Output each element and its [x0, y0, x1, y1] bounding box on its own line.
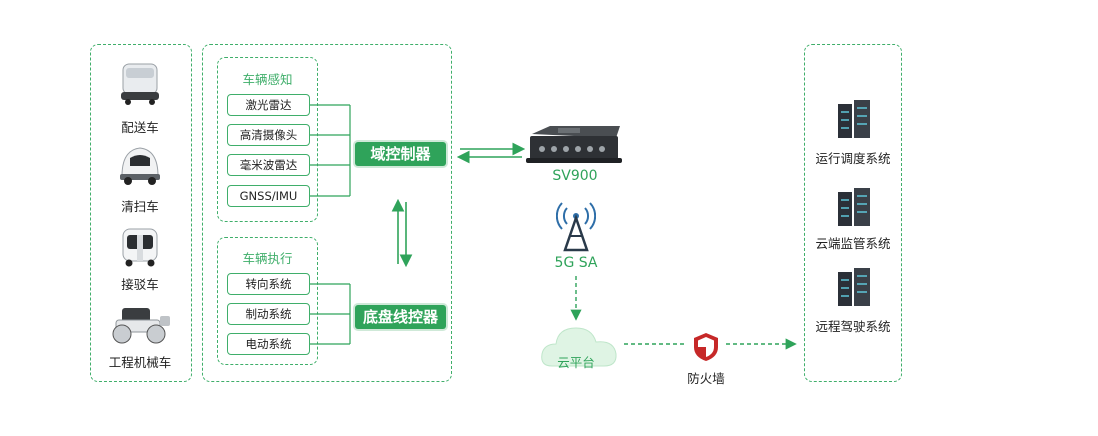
sv900-gateway-image [524, 124, 624, 168]
monitoring-system-label: 云端监管系统 [815, 236, 891, 251]
sensor-mmwave-radar: 毫米波雷达 [227, 154, 310, 176]
remote-driving-system-label: 远程驾驶系统 [815, 319, 891, 334]
dispatch-system-label: 运行调度系统 [815, 151, 891, 166]
systems-panel [804, 44, 902, 382]
execution-group [217, 237, 318, 365]
machinery-vehicle-label: 工程机械车 [108, 355, 172, 370]
machinery-vehicle-image [106, 302, 174, 344]
shuttle-vehicle-label: 接驳车 [121, 277, 159, 292]
actuator-braking: 制动系统 [227, 303, 310, 325]
sensor-lidar: 激光雷达 [227, 94, 310, 116]
shuttle-vehicle-image [115, 225, 165, 267]
actuator-steering: 转向系统 [227, 273, 310, 295]
perception-group [217, 57, 318, 222]
remote-driving-server-icon [834, 266, 874, 308]
sweeper-vehicle-image [114, 142, 166, 186]
domain-controller-box: 域控制器 [355, 142, 446, 166]
sensor-gnss-imu: GNSS/IMU [227, 185, 310, 207]
delivery-vehicle-label: 配送车 [121, 120, 159, 135]
delivery-vehicle-image [116, 58, 164, 106]
dispatch-server-icon [834, 98, 874, 140]
execution-title: 车辆执行 [242, 251, 293, 266]
monitoring-server-icon [834, 186, 874, 228]
5g-sa-label: 5G SA [554, 255, 598, 271]
perception-title: 车辆感知 [242, 72, 293, 87]
firewall-shield-icon [691, 331, 721, 363]
chassis-controller-box: 底盘线控器 [355, 305, 446, 329]
cloud-platform-label: 云平台 [557, 355, 595, 370]
sv900-label: SV900 [552, 168, 598, 184]
firewall-label: 防火墙 [687, 371, 725, 386]
vehicles-panel [90, 44, 192, 382]
5g-tower-icon [555, 196, 597, 252]
actuator-electric: 电动系统 [227, 333, 310, 355]
onboard-panel [202, 44, 452, 382]
cloud-platform-icon [538, 318, 620, 376]
sensor-camera: 高清摄像头 [227, 124, 310, 146]
sweeper-vehicle-label: 清扫车 [121, 199, 159, 214]
